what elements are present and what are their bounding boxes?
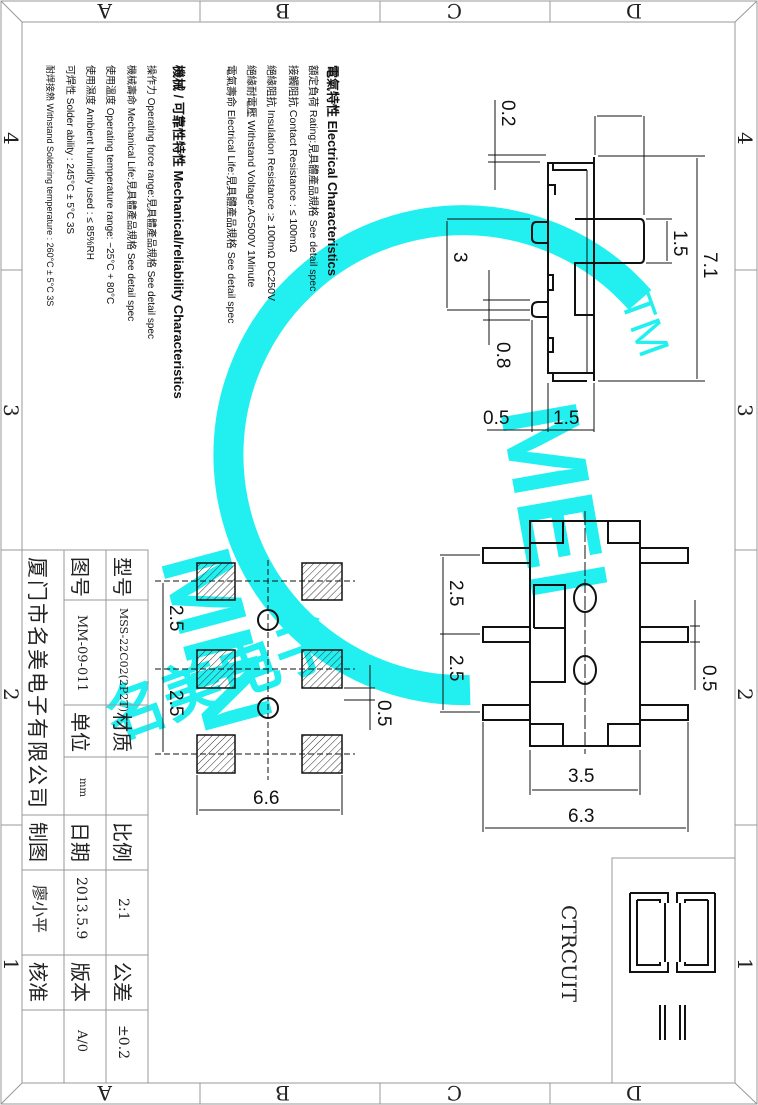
grid-row-2-right: 2 xyxy=(733,688,757,701)
electrical-line: 電氣壽命 Electrical Life:見具體產品規格 See detail … xyxy=(225,65,238,324)
mechanical-title: 機械 / 可靠性特性 Mechanical/reliability Charac… xyxy=(171,65,186,399)
grid-col-d-bottom: D xyxy=(626,1081,642,1105)
electrical-title: 電氣特性 Electrical Characteristics xyxy=(325,65,340,276)
bottom-view: 2.5 2.5 0.5 3.5 6.3 xyxy=(440,511,719,832)
dim-0-2: 0.2 xyxy=(497,100,518,126)
pcb-layout: 2.5 2.5 0.5 6.6 xyxy=(155,560,394,815)
circuit-box: CTRCUIT xyxy=(557,857,736,1084)
circuit-label: CTRCUIT xyxy=(557,905,581,1003)
model-label: 型号 xyxy=(110,557,134,597)
grid-row-4-left: 4 xyxy=(0,132,23,145)
pcb-dim-2-5-a: 2.5 xyxy=(165,605,186,631)
electrical-line: 絕緣阻抗 Insulation Resistance :≥ 100mΩ DC25… xyxy=(265,65,278,301)
dim-7-1: 7.1 xyxy=(699,252,720,278)
drawing-no-value: MM-09-011 xyxy=(74,615,89,692)
bottom-dim-0-5: 0.5 xyxy=(698,665,719,691)
grid-row-1-right: 1 xyxy=(733,958,757,971)
tolerance-value: ±0.2 xyxy=(115,1025,131,1059)
title-block: 型号 MSS-22C02(2P2T) 材质 比例 2:1 公差 ±0.2 图号 … xyxy=(21,549,149,1084)
dim-0-8: 0.8 xyxy=(492,342,513,368)
grid-row-2-left: 2 xyxy=(0,688,23,701)
date-value: 2013.5.9 xyxy=(73,877,89,939)
version-label: 版本 xyxy=(68,962,92,1002)
bottom-dim-3-5: 3.5 xyxy=(568,766,594,787)
side-view: 0.2 3 0.8 0.5 1.5 1.5 7.1 xyxy=(446,100,720,432)
grid-row-3-right: 3 xyxy=(733,404,757,417)
dim-1-5-actuator: 1.5 xyxy=(669,230,690,256)
mechanical-line: 可焊性 Solder ability : 245°C ± 5°C 3S xyxy=(64,65,77,234)
grid-col-c-top: C xyxy=(447,0,462,23)
drawn-by-label: 制图 xyxy=(26,822,50,862)
unit-value: mm xyxy=(77,778,88,797)
bottom-dim-2-5-b: 2.5 xyxy=(445,655,466,681)
mechanical-line: 操作力 Operating force range:見具體產品規格 See de… xyxy=(145,65,158,339)
scale-value: 2:1 xyxy=(115,898,131,921)
grid-col-d-top: D xyxy=(626,0,642,23)
grid-col-a-top: A xyxy=(97,0,113,23)
dim-3: 3 xyxy=(449,252,470,263)
mechanical-line: 機械壽命 Mechanical Life:見具體產品規格 See detail … xyxy=(125,65,138,321)
grid-col-c-bottom: C xyxy=(447,1081,462,1105)
bottom-dim-6-3: 6.3 xyxy=(568,806,594,827)
bottom-dim-2-5-a: 2.5 xyxy=(445,580,466,606)
grid-row-1-left: 1 xyxy=(0,958,23,971)
date-label: 日期 xyxy=(68,822,92,862)
version-value: A/0 xyxy=(74,1029,89,1052)
logo-arc xyxy=(213,205,652,706)
electrical-characteristics: 電氣特性 Electrical Characteristics 額定負荷 Rat… xyxy=(225,65,340,324)
grid-col-b-bottom: B xyxy=(275,1081,290,1105)
approved-label: 核准 xyxy=(26,962,50,1002)
pcb-dim-2-5-b: 2.5 xyxy=(165,690,186,716)
pcb-dim-0-5: 0.5 xyxy=(373,700,394,726)
material-label: 材质 xyxy=(110,712,134,752)
grid-row-3-left: 3 xyxy=(0,404,23,417)
scale-label: 比例 xyxy=(110,822,134,862)
mechanical-line: 耐焊接熱 Withstand Soldering temperature : 2… xyxy=(45,65,56,306)
electrical-line: 絕緣耐電壓 Withstand Voltage:AC500V 1Minute xyxy=(245,65,258,288)
electrical-line: 額定負荷 Rating:見具體產品規格 See detail spec xyxy=(307,65,320,291)
tolerance-label: 公差 xyxy=(110,962,134,1002)
dim-1-5-bottom: 1.5 xyxy=(553,408,579,429)
model-value: MSS-22C02(2P2T) xyxy=(117,608,130,712)
mechanical-characteristics: 機械 / 可靠性特性 Mechanical/reliability Charac… xyxy=(45,65,186,399)
company-name: 厦门市名美电子有限公司 xyxy=(25,557,49,810)
mechanical-line: 使用濕度 Ambient humidity used : ≤ 85%RH xyxy=(84,65,97,260)
unit-label: 单位 xyxy=(68,712,92,752)
dim-0-5: 0.5 xyxy=(483,408,509,429)
drawing-no-label: 图号 xyxy=(68,557,92,597)
grid-col-b-top: B xyxy=(275,0,290,23)
drawn-by-value: 廖小平 xyxy=(30,885,49,933)
grid-col-a-bottom: A xyxy=(97,1081,113,1105)
grid-row-4-right: 4 xyxy=(733,132,757,145)
circuit-symbol xyxy=(629,892,716,1040)
mechanical-line: 使用溫度 Operating temperature range: −25°C … xyxy=(104,65,117,304)
electrical-line: 接觸阻抗 Contact Resistance : ≤ 100mΩ xyxy=(287,65,300,253)
pcb-dim-6-6: 6.6 xyxy=(253,788,279,809)
